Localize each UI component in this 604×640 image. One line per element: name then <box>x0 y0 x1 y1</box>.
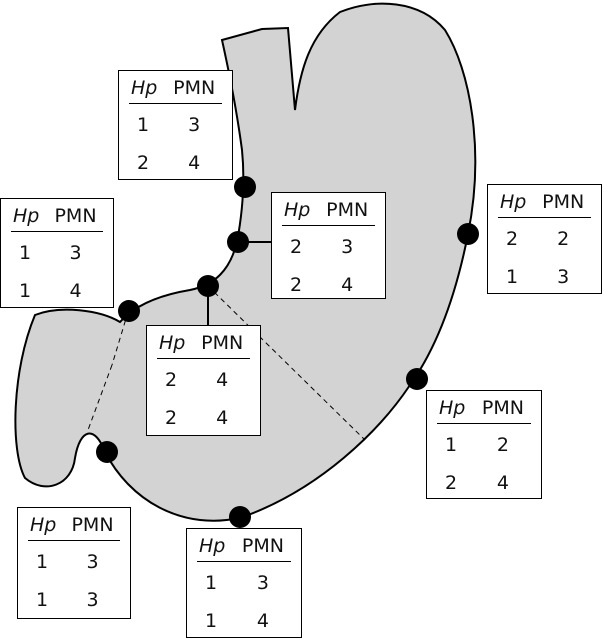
pmn-column-header: PMN <box>234 535 291 562</box>
biopsy-site-marker <box>229 506 251 528</box>
score-box-antrum-lower: Hp PMN 1 3 1 3 <box>17 507 131 619</box>
pmn-score: 3 <box>86 589 99 611</box>
score-table: Hp PMN 2 3 2 4 <box>282 199 375 302</box>
pmn-score: 4 <box>216 369 229 391</box>
hp-column-header: Hp <box>282 199 320 226</box>
score-table: Hp PMN 2 2 1 3 <box>498 191 591 294</box>
pmn-score: 3 <box>256 572 269 594</box>
boundary-line-pylorus-lower <box>87 364 113 431</box>
pmn-score: 3 <box>341 236 354 258</box>
hp-score: 1 <box>19 280 32 302</box>
pmn-column-header: PMN <box>166 77 222 104</box>
hp-score: 2 <box>290 236 303 258</box>
score-table: Hp PMN 1 2 2 4 <box>437 397 531 500</box>
hp-score: 1 <box>506 266 519 288</box>
pmn-score: 2 <box>496 434 509 456</box>
biopsy-site-marker <box>118 300 140 322</box>
pmn-score: 3 <box>188 114 201 136</box>
hp-score: 1 <box>19 242 32 264</box>
pmn-column-header: PMN <box>194 332 250 359</box>
hp-column-header: Hp <box>11 205 49 232</box>
pmn-score: 4 <box>69 280 82 302</box>
score-box-lesser-curve-mid: Hp PMN 2 3 2 4 <box>271 192 386 299</box>
score-box-greater-curve: Hp PMN 2 2 1 3 <box>487 184 602 294</box>
hp-score: 1 <box>205 572 218 594</box>
hp-score: 1 <box>36 551 49 573</box>
hp-column-header: Hp <box>28 514 66 541</box>
pmn-score: 4 <box>341 274 354 296</box>
pmn-column-header: PMN <box>48 205 103 232</box>
hp-score: 2 <box>165 407 178 429</box>
pmn-column-header: PMN <box>535 191 591 218</box>
hp-score: 2 <box>445 472 458 494</box>
pmn-column-header: PMN <box>474 397 531 424</box>
pmn-score: 2 <box>557 228 570 250</box>
biopsy-site-marker <box>197 275 219 297</box>
score-table: Hp PMN 1 3 1 3 <box>28 514 120 617</box>
hp-score: 1 <box>36 589 49 611</box>
hp-column-header: Hp <box>437 397 475 424</box>
score-box-lower-greater-curve: Hp PMN 1 2 2 4 <box>426 390 542 499</box>
score-box-upper-lesser-curve: Hp PMN 1 3 2 4 <box>118 70 233 180</box>
pmn-score: 4 <box>256 610 269 632</box>
score-table: Hp PMN 1 3 2 4 <box>129 77 222 180</box>
biopsy-site-marker <box>406 368 428 390</box>
pmn-score: 3 <box>86 551 99 573</box>
pmn-score: 4 <box>496 472 509 494</box>
hp-score: 1 <box>137 114 150 136</box>
hp-score: 2 <box>165 369 178 391</box>
hp-column-header: Hp <box>157 332 195 359</box>
biopsy-site-marker <box>227 231 249 253</box>
boundary-line-antrum <box>207 285 366 441</box>
score-table: Hp PMN 1 3 1 4 <box>11 205 103 308</box>
biopsy-site-marker <box>234 176 256 198</box>
score-box-angulus: Hp PMN 2 4 2 4 <box>146 325 261 436</box>
hp-score: 2 <box>290 274 303 296</box>
hp-column-header: Hp <box>498 191 536 218</box>
score-table: Hp PMN 2 4 2 4 <box>157 332 250 435</box>
score-box-antrum-bottom: Hp PMN 1 3 1 4 <box>186 528 302 638</box>
pmn-score: 3 <box>69 242 82 264</box>
hp-score: 2 <box>137 152 150 174</box>
hp-score: 2 <box>506 228 519 250</box>
pmn-column-header: PMN <box>65 514 120 541</box>
pmn-score: 4 <box>216 407 229 429</box>
score-box-pylorus: Hp PMN 1 3 1 4 <box>0 198 114 308</box>
score-table: Hp PMN 1 3 1 4 <box>197 535 291 638</box>
hp-column-header: Hp <box>197 535 235 562</box>
pmn-score: 4 <box>188 152 201 174</box>
hp-column-header: Hp <box>129 77 167 104</box>
biopsy-site-marker <box>457 223 479 245</box>
pmn-score: 3 <box>557 266 570 288</box>
biopsy-site-marker <box>96 441 118 463</box>
hp-score: 1 <box>205 610 218 632</box>
pmn-column-header: PMN <box>319 199 375 226</box>
hp-score: 1 <box>445 434 458 456</box>
